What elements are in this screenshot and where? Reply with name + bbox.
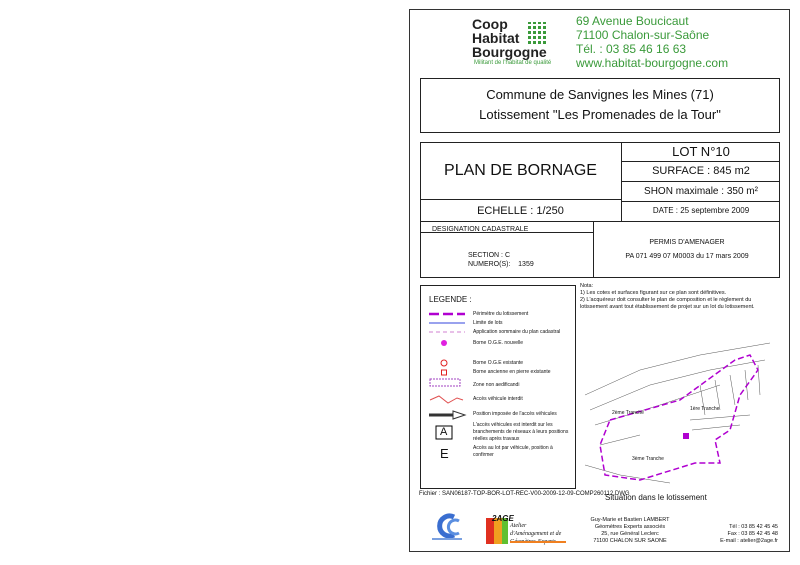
lot-info: LOT N°10 SURFACE : 845 m2 SHON maximale … xyxy=(622,142,780,202)
zone-symbol xyxy=(429,378,461,387)
plan-sheet xyxy=(409,9,790,552)
cadastre-title: DESIGNATION CADASTRALE xyxy=(432,226,529,233)
contact-block: 69 Avenue Boucicaut 71100 Chalon-sur-Saô… xyxy=(576,14,728,70)
scale: ECHELLE : 1/250 xyxy=(420,200,622,222)
lot-number: LOT N°10 xyxy=(622,142,780,162)
surveyor-names: Guy-Marie et Bastien LAMBERT xyxy=(590,517,670,523)
map-label: 3ème Tranche xyxy=(632,456,664,462)
plan-title: PLAN DE BORNAGE xyxy=(420,142,622,200)
legend-symbols xyxy=(429,312,467,440)
surveyor-role: Géomètres Experts associés xyxy=(594,524,666,530)
surveyor-city: 71100 CHALON SUR SAONE xyxy=(593,538,667,544)
legend-item: Position imposée de l'accès véhicules xyxy=(473,411,557,417)
legend-item: Accès au lot par véhicule, position à co… xyxy=(473,445,553,458)
address: 69 Avenue Boucicaut xyxy=(576,14,689,28)
surveyor-fax: Fax : 03 85 42 45 48 xyxy=(727,531,778,537)
logo-grid-icon xyxy=(528,22,548,44)
legend-letter-e: E xyxy=(440,446,449,461)
legend-item: L'accès véhicules est interdit sur les b… xyxy=(473,422,569,442)
lotissement-name: Lotissement "Les Promenades de la Tour" xyxy=(479,107,721,122)
2age-logo: 2AGE Atelier d'Aménagement et de Géomètr… xyxy=(486,514,566,546)
lot-surface: SURFACE : 845 m2 xyxy=(622,162,780,182)
existing-marker-icon xyxy=(440,359,448,367)
legend-item: Borne O.G.E. nouvelle xyxy=(473,340,524,346)
legend-title: LEGENDE : xyxy=(429,295,472,304)
surveyor-contact: Tél : 03 85 42 45 45 Fax : 03 85 42 45 4… xyxy=(698,524,778,545)
map-caption: Situation dans le lotissement xyxy=(605,493,707,502)
permis-box: PERMIS D'AMENAGER PA 071 499 07 M0003 du… xyxy=(594,236,780,264)
no-access-symbol xyxy=(429,395,464,404)
surveyor-email[interactable]: E-mail : atelier@2age.fr xyxy=(720,538,778,544)
nota: Nota: 1) Les cotes et surfaces figurant … xyxy=(580,283,780,311)
logo-line: Coop xyxy=(472,16,508,32)
commune-name: Commune de Sanvignes les Mines (71) xyxy=(486,87,714,102)
plan-info-box xyxy=(420,142,780,278)
legend-item: Périmètre du lotissement xyxy=(473,311,529,317)
map-label: 2ème Tranche xyxy=(612,410,644,416)
surveyor-tel: Tél : 03 85 42 45 45 xyxy=(729,524,778,530)
cadastre-section: SECTION : C xyxy=(468,252,511,259)
lot-10-marker xyxy=(683,433,689,439)
logo-line: Habitat xyxy=(472,30,520,46)
legend-box: LEGENDE : A E Périmètre du lotissement L… xyxy=(420,285,576,489)
lot-shon: SHON maximale : 350 m² xyxy=(622,182,780,202)
map-label: 1ère Tranche xyxy=(690,406,720,412)
situation-map xyxy=(584,342,771,484)
nota-line: 1) Les cotes et surfaces figurant sur ce… xyxy=(580,290,727,296)
plan-date: DATE : 25 septembre 2009 xyxy=(622,200,780,222)
website-link[interactable]: www.habitat-bourgogne.com xyxy=(576,56,729,70)
surveyor-address: Guy-Marie et Bastien LAMBERT Géomètres E… xyxy=(580,517,680,545)
file-name: Fichier : SAN06187-TOP-BOR-LOT-REC-V00-2… xyxy=(419,491,630,497)
surveyor-street: 25, rue Général Leclerc xyxy=(601,531,659,537)
perimeter-outline xyxy=(599,354,759,481)
address: 71100 Chalon-sur-Saône xyxy=(576,28,710,42)
legend-item: Application sommaire du plan cadastral xyxy=(473,329,561,335)
cadastre-numero: NUMERO(S): 1359 xyxy=(468,261,534,268)
stone-marker-icon xyxy=(441,369,447,376)
legend-item: Limite de lots xyxy=(473,320,503,326)
new-marker-icon xyxy=(441,340,447,346)
ordre-geometres-logo xyxy=(432,513,462,540)
legend-letter-a: A xyxy=(440,426,448,438)
tagline: Militant de l'habitat de qualité xyxy=(474,60,552,66)
permis-title: PERMIS D'AMENAGER xyxy=(649,239,725,246)
commune-box: Commune de Sanvignes les Mines (71) Loti… xyxy=(420,78,780,133)
logo-line: Bourgogne xyxy=(472,44,547,60)
2age-text: 2AGE xyxy=(492,514,514,523)
legend-item: Borne ancienne en pierre existante xyxy=(473,369,551,375)
phone: Tél. : 03 85 46 16 63 xyxy=(576,42,687,56)
nota-title: Nota: xyxy=(580,283,594,289)
permis-ref: PA 071 499 07 M0003 du 17 mars 2009 xyxy=(625,253,749,260)
legend-item: Accès véhicule interdit xyxy=(473,396,523,402)
coop-logo: Coop Habitat Bourgogne xyxy=(472,17,547,59)
cadastre-box: DESIGNATION CADASTRALE SECTION : C NUMER… xyxy=(420,222,594,278)
legend-item: Zone non aedificandi xyxy=(473,382,520,388)
legend-item: Borne O.G.E existante xyxy=(473,360,524,366)
nota-line: 2) L'acquéreur doit consulter le plan de… xyxy=(580,297,755,310)
